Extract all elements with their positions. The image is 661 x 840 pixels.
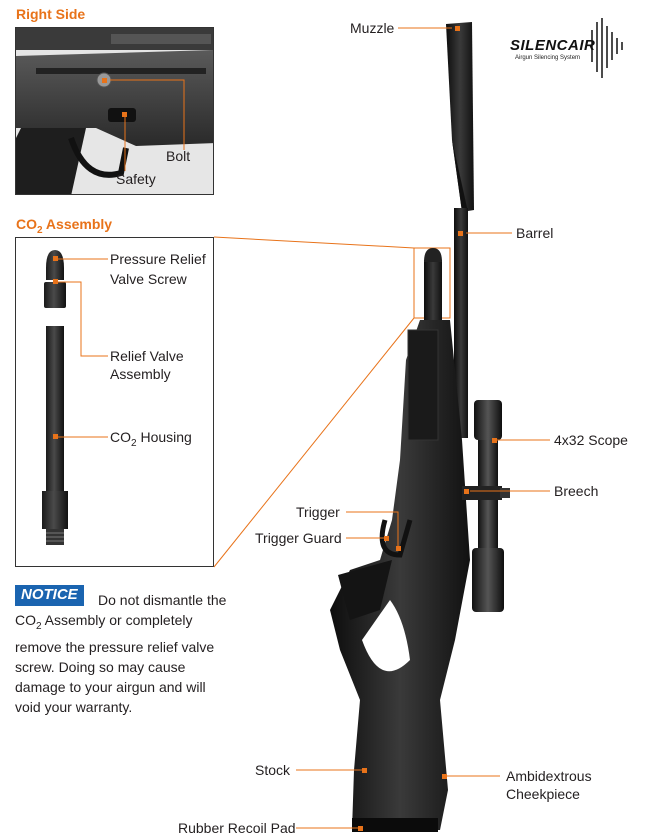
notice-text: Do not dismantle the CO2 Assembly or com… [15,590,230,717]
co2-heading-sub: 2 [37,224,43,236]
safety-label: Safety [116,171,156,187]
recoil-pad-label: Rubber Recoil Pad [178,820,296,836]
co2-housing-label: CO2 Housing [110,429,192,452]
co2-assembly-panel: Pressure Relief Valve Screw Relief Valve… [15,237,214,567]
trigger-label: Trigger [296,504,340,520]
muzzle-label: Muzzle [350,20,395,36]
notice-text-part2: Assembly or completely remove the pressu… [15,612,215,715]
co2-housing-sub: 2 [131,437,137,449]
trigger-guard-label: Trigger Guard [255,530,342,546]
right-side-heading: Right Side [16,6,86,22]
co2-housing-suffix: Housing [136,429,192,445]
pressure-relief-label-line1: Pressure Relief [110,251,206,267]
breech-label: Breech [554,483,599,499]
silencair-logo: SILENCAIR [510,37,596,54]
co2-heading-prefix: CO [16,216,37,232]
cheekpiece-label-line2: Cheekpiece [506,786,580,802]
co2-heading-suffix: Assembly [42,216,113,232]
notice-text-sub: 2 [36,620,42,632]
pressure-relief-label-line2: Valve Screw [110,271,187,287]
silencair-tagline: Airgun Silencing System [515,55,581,61]
relief-valve-label-line2: Assembly [110,366,171,382]
notice-text-part1: Do not dismantle the CO [15,592,227,628]
right-side-panel: Bolt Safety [15,27,214,195]
co2-housing-prefix: CO [110,429,131,445]
stock-label: Stock [255,762,291,778]
co2-assembly-illustration [42,250,108,545]
scope-label: 4x32 Scope [554,432,628,448]
co2-assembly-heading: CO2 Assembly [16,216,112,236]
notice-badge: NOTICE [15,585,84,606]
relief-valve-label-line1: Relief Valve [110,348,184,364]
bolt-label: Bolt [166,148,191,164]
right-side-closeup-illustration [16,28,213,194]
cheekpiece-label-line1: Ambidextrous [506,768,592,784]
barrel-label: Barrel [516,225,554,241]
silencair-waveform-icon [591,18,623,78]
